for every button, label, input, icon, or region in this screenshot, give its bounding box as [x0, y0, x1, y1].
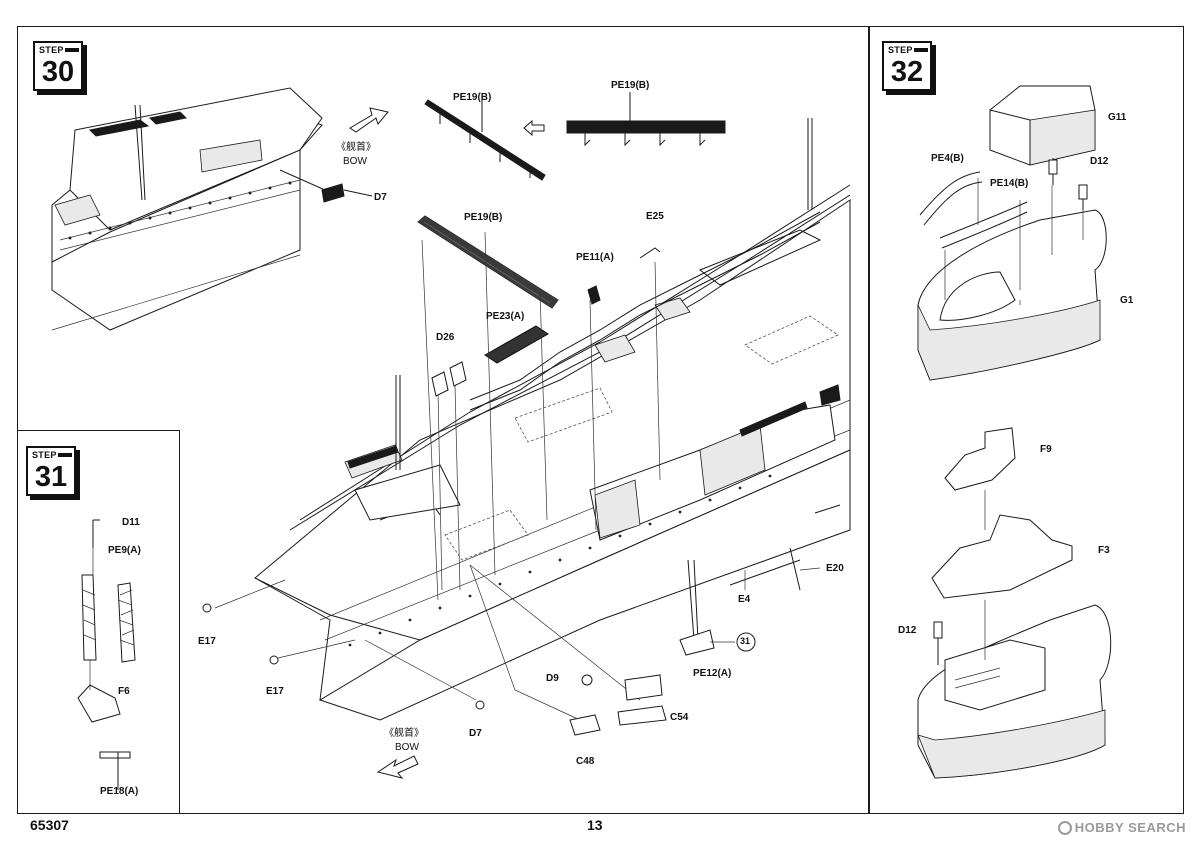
bow-label-bottom: BOW	[395, 742, 419, 753]
part-label: D7	[469, 728, 482, 739]
step-31-panel	[17, 430, 180, 814]
part-label: PE18(A)	[100, 786, 139, 797]
part-label: PE19(B)	[464, 212, 503, 223]
left-arrow	[523, 119, 545, 137]
step-32-drawing	[917, 85, 1112, 779]
part-label: G11	[1108, 112, 1127, 123]
stern-inset-drawing	[51, 87, 389, 331]
step-31-reference-label: 31	[740, 636, 751, 646]
step-30-number: 30	[41, 56, 75, 88]
part-label: PE19(B)	[453, 92, 492, 103]
step-30-word: STEP	[39, 45, 64, 55]
part-label: C48	[576, 756, 595, 767]
step-32-word: STEP	[888, 45, 913, 55]
step-32-badge: STEP 32	[882, 41, 932, 91]
part-label: PE23(A)	[486, 311, 525, 322]
watermark-logo-icon	[1057, 821, 1072, 835]
watermark: HOBBY SEARCH	[1057, 820, 1186, 835]
part-label: E20	[826, 563, 844, 574]
part-label: D26	[436, 332, 455, 343]
bow-arrow-bottom	[376, 755, 419, 779]
page-number: 13	[587, 817, 603, 833]
watermark-text: HOBBY SEARCH	[1074, 820, 1186, 835]
bow-label-top: BOW	[343, 156, 367, 167]
step-32-panel	[869, 26, 1184, 814]
part-label: D12	[898, 625, 917, 636]
pe19b-strip-diagonal	[424, 94, 546, 181]
step-32-number: 32	[890, 56, 924, 88]
part-label: PE14(B)	[990, 178, 1029, 189]
part-label: F6	[118, 686, 130, 697]
step-31-word: STEP	[32, 450, 57, 460]
part-label: D7	[374, 192, 387, 203]
part-label: E17	[266, 686, 284, 697]
ship-icon	[65, 48, 79, 52]
step-30-badge: STEP 30	[33, 41, 83, 91]
part-label: D11	[122, 517, 140, 528]
small-parts	[202, 247, 667, 736]
part-label: F9	[1040, 444, 1052, 455]
part-label: E17	[198, 636, 216, 647]
part-label: E4	[738, 594, 751, 605]
part-label: PE9(A)	[108, 545, 141, 556]
pe19b-strip-horizontal	[566, 92, 726, 147]
pe19b-grille	[417, 215, 559, 309]
kit-number: 65307	[30, 817, 69, 833]
part-label: D9	[546, 673, 559, 684]
part-label: PE11(A)	[576, 252, 614, 263]
pe23a-grille	[484, 325, 549, 364]
ship-icon	[914, 48, 928, 52]
step-31-badge: STEP 31	[26, 446, 76, 496]
part-label: D12	[1090, 156, 1109, 167]
part-label: PE12(A)	[693, 668, 732, 679]
part-label: PE4(B)	[931, 153, 964, 164]
step-31-reference-circle	[736, 632, 756, 652]
step-31-number: 31	[34, 461, 68, 493]
ship-icon	[58, 453, 72, 457]
step-30-panel	[17, 26, 869, 814]
guide-lines	[214, 231, 821, 721]
part-label: PE19(B)	[611, 80, 650, 91]
part-label: C54	[670, 712, 689, 723]
part-label: F3	[1098, 545, 1110, 556]
carrier-hull-drawing	[254, 118, 851, 721]
bow-label-cjk-bottom: 《舰首》	[384, 728, 424, 739]
part-label: G1	[1120, 295, 1134, 306]
part-label: E25	[646, 211, 664, 222]
step-31-drawing	[77, 519, 136, 790]
bow-label-cjk-top: 《舰首》	[336, 142, 376, 153]
